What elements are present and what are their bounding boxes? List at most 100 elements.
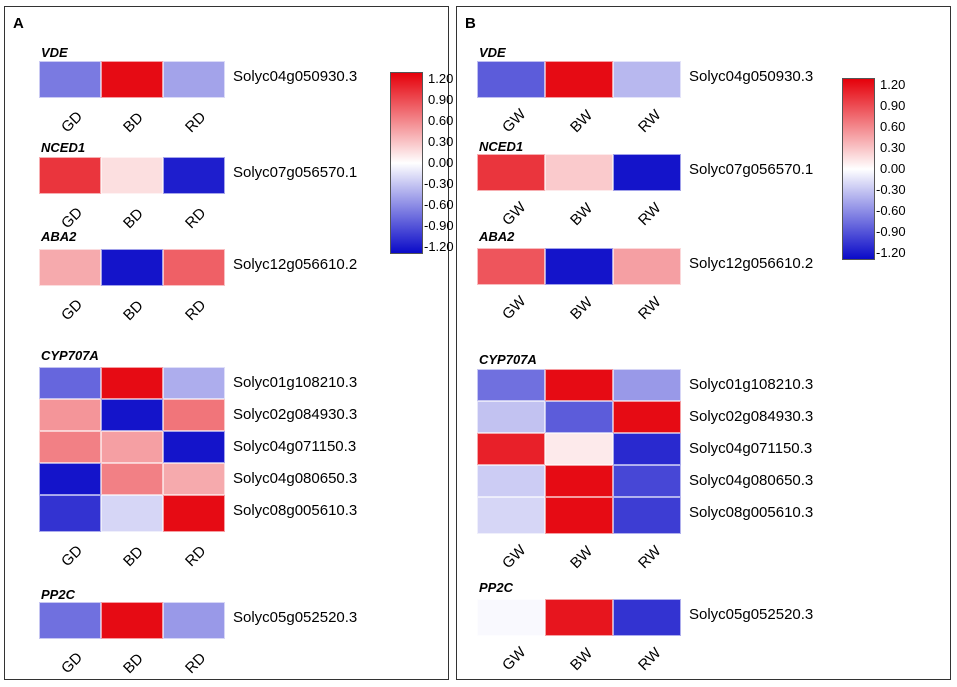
row-label: Solyc05g052520.3 (233, 609, 358, 626)
row-label: Solyc08g005610.3 (689, 504, 814, 521)
heatmap-cell (613, 61, 681, 98)
column-label: GD (58, 204, 86, 233)
heatmap-cell (613, 465, 681, 497)
color-scale-tick: -0.60 (876, 203, 906, 218)
column-label: GW (499, 643, 530, 675)
heatmap-cell (163, 463, 225, 495)
heatmap-cell (545, 248, 613, 285)
heatmap-cell (101, 495, 163, 532)
color-scale-tick: 1.20 (880, 77, 906, 92)
heatmap-cell (477, 369, 545, 401)
heatmap-cell (39, 249, 101, 286)
column-label: RW (635, 542, 665, 573)
gene-group-title: VDE (41, 45, 68, 60)
heatmap-cell (477, 248, 545, 285)
column-label: GW (499, 541, 530, 573)
heatmap-cell (163, 431, 225, 463)
row-label: Solyc01g108210.3 (689, 376, 814, 393)
row-label: Solyc05g052520.3 (689, 606, 814, 623)
heatmap-cell (163, 61, 225, 98)
panel-label: B (465, 15, 476, 32)
panel-label: A (13, 15, 24, 32)
row-label: Solyc07g056570.1 (689, 161, 814, 178)
color-scale-bar (842, 78, 875, 260)
column-label: BW (567, 542, 597, 573)
column-label: BD (120, 543, 147, 571)
heatmap-cell (477, 61, 545, 98)
column-label: BD (120, 650, 147, 678)
heatmap-cell (613, 154, 681, 191)
row-label: Solyc08g005610.3 (233, 502, 358, 519)
color-scale-tick: 0.00 (428, 155, 454, 170)
color-scale-tick: -0.60 (424, 197, 454, 212)
heatmap-cell (101, 61, 163, 98)
heatmap-cell (545, 61, 613, 98)
heatmap-cell (163, 602, 225, 639)
color-scale-tick: 0.30 (880, 140, 906, 155)
row-label: Solyc04g080650.3 (233, 470, 358, 487)
row-label: Solyc01g108210.3 (233, 374, 358, 391)
heatmap-cell (101, 367, 163, 399)
row-label: Solyc04g050930.3 (233, 68, 358, 85)
heatmap-cell (101, 602, 163, 639)
heatmap-cell (163, 495, 225, 532)
column-label: RD (182, 296, 210, 325)
heatmap-cell (39, 463, 101, 495)
color-scale-tick: 0.90 (428, 92, 454, 107)
row-label: Solyc04g050930.3 (689, 68, 814, 85)
heatmap-cell (163, 367, 225, 399)
color-scale-tick: 0.60 (428, 113, 454, 128)
heatmap-cell (477, 433, 545, 465)
column-label: RW (635, 293, 665, 324)
column-label: GW (499, 198, 530, 230)
column-label: GW (499, 105, 530, 137)
color-scale-tick: 0.30 (428, 134, 454, 149)
heatmap-cell (101, 157, 163, 194)
row-label: Solyc12g056610.2 (233, 256, 358, 273)
heatmap-cell (101, 431, 163, 463)
column-label: GD (58, 649, 86, 678)
column-label: RW (635, 644, 665, 675)
heatmap-cell (163, 399, 225, 431)
heatmap-cell (477, 401, 545, 433)
row-label: Solyc12g056610.2 (689, 255, 814, 272)
heatmap-cell (39, 602, 101, 639)
column-label: BW (567, 199, 597, 230)
color-scale-tick: 1.20 (428, 71, 454, 86)
heatmap-cell (545, 154, 613, 191)
heatmap-cell (101, 463, 163, 495)
column-label: BD (120, 205, 147, 233)
column-label: BW (567, 293, 597, 324)
heatmap-cell (545, 369, 613, 401)
heatmap-cell (39, 61, 101, 98)
column-label: BW (567, 644, 597, 675)
color-scale-tick: 0.90 (880, 98, 906, 113)
column-label: RW (635, 199, 665, 230)
heatmap-cell (613, 497, 681, 534)
column-label: RD (182, 204, 210, 233)
heatmap-cell (39, 399, 101, 431)
row-label: Solyc04g071150.3 (233, 438, 357, 455)
column-label: GD (58, 542, 86, 571)
heatmap-cell (613, 433, 681, 465)
heatmap-cell (613, 401, 681, 433)
gene-group-title: CYP707A (479, 352, 537, 367)
heatmap-cell (39, 367, 101, 399)
heatmap-cell (545, 497, 613, 534)
column-label: BD (120, 109, 147, 137)
row-label: Solyc07g056570.1 (233, 164, 358, 181)
heatmap-cell (545, 401, 613, 433)
heatmap-cell (477, 497, 545, 534)
column-label: RW (635, 106, 665, 137)
heatmap-cell (477, 465, 545, 497)
column-label: GD (58, 296, 86, 325)
column-label: RD (182, 649, 210, 678)
color-scale-bar (390, 72, 423, 254)
column-label: RD (182, 542, 210, 571)
heatmap-cell (477, 599, 545, 636)
row-label: Solyc04g071150.3 (689, 440, 813, 457)
heatmap-cell (39, 431, 101, 463)
color-scale-tick: -0.30 (424, 176, 454, 191)
